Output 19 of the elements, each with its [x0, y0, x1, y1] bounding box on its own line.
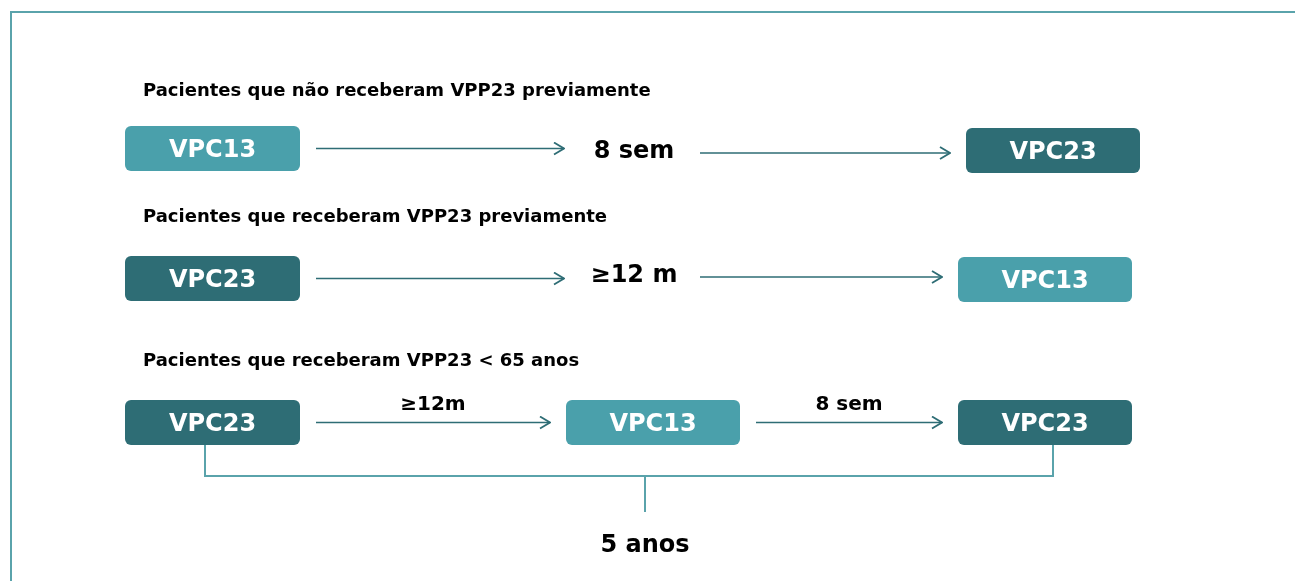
interval-text: 8 sem — [578, 132, 690, 168]
row-heading: Pacientes que receberam VPP23 previamente — [143, 204, 609, 228]
vaccine-box: VPC13 — [958, 257, 1132, 302]
arrow — [699, 270, 943, 284]
arrow — [315, 271, 565, 286]
row-heading: Pacientes que não receberam VPP23 previamente — [143, 78, 652, 102]
arrow — [755, 415, 943, 430]
vaccine-box: VPC23 — [966, 128, 1140, 173]
duration-label: 5 anos — [599, 529, 691, 560]
interval-text: ≥12 m — [578, 256, 690, 292]
vaccine-box: VPC23 — [125, 400, 300, 445]
vaccine-box: VPC23 — [125, 256, 300, 301]
vaccine-box: VPC13 — [566, 400, 740, 445]
arrow — [315, 141, 565, 156]
arrow — [315, 415, 551, 430]
vaccine-box: VPC13 — [125, 126, 300, 171]
vaccine-box: VPC23 — [958, 400, 1132, 445]
arrow — [699, 146, 951, 160]
row-heading: Pacientes que receberam VPP23 < 65 anos — [143, 348, 581, 372]
